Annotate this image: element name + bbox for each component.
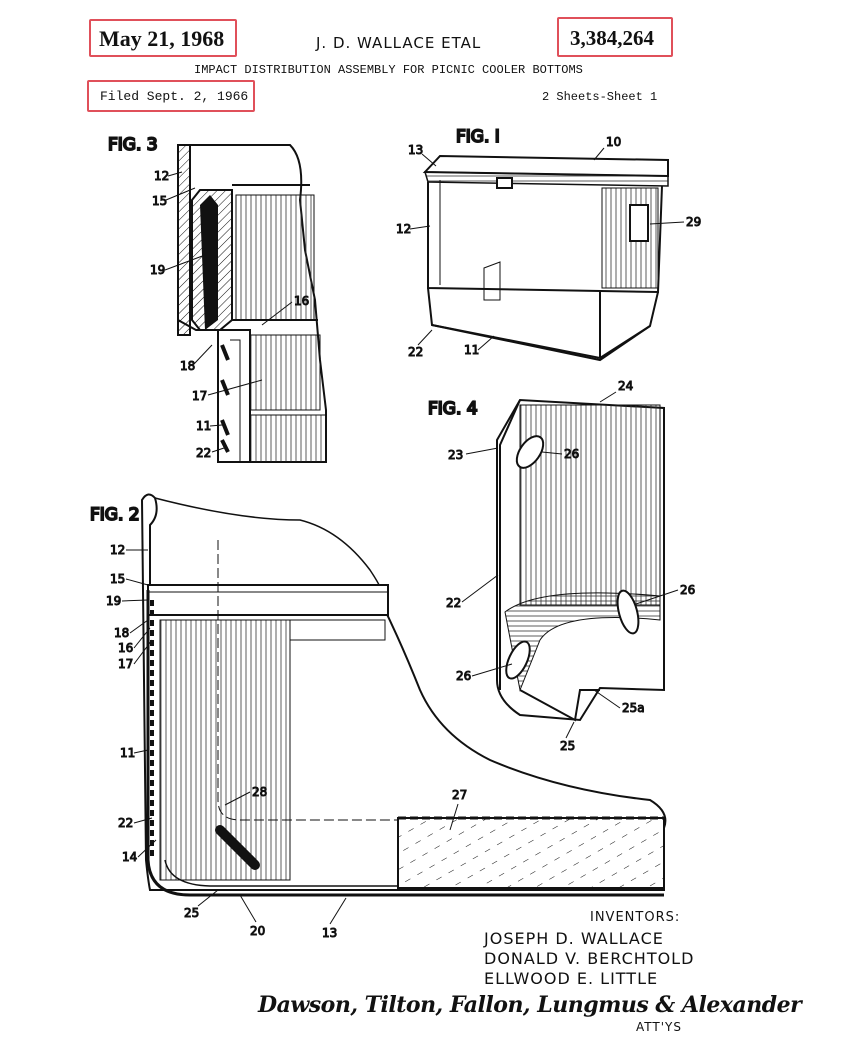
inventors-heading: INVENTORS: bbox=[590, 910, 681, 925]
figure-3: FIG. 3 bbox=[107, 134, 327, 463]
fig4-ref-26-a: 26 bbox=[564, 447, 579, 461]
figure-4: FIG. 4 bbox=[427, 398, 665, 722]
fig2-ref-25: 25 bbox=[184, 906, 199, 920]
fig4-ref-25: 25 bbox=[560, 739, 575, 753]
inventor-name-3: ELLWOOD E. LITTLE bbox=[484, 969, 659, 988]
fig2-ref-12: 12 bbox=[110, 543, 125, 557]
fig2-ref-22: 22 bbox=[118, 816, 133, 830]
fig1-ref-12: 12 bbox=[396, 222, 411, 236]
figure-3-refs: 12 15 19 16 18 17 11 22 bbox=[150, 169, 310, 461]
fig3-ref-17: 17 bbox=[192, 389, 207, 403]
filed-date: Filed Sept. 2, 1966 bbox=[100, 89, 249, 104]
fig4-ref-25a: 25a bbox=[622, 701, 645, 715]
fig1-ref-29: 29 bbox=[686, 215, 701, 229]
fig2-ref-16: 16 bbox=[118, 641, 133, 655]
figure-2: FIG. 2 bbox=[89, 493, 667, 897]
inventor-name-2: DONALD V. BERCHTOLD bbox=[484, 949, 695, 968]
patent-number: 3,384,264 bbox=[570, 26, 654, 50]
fig2-ref-18: 18 bbox=[114, 626, 129, 640]
fig2-ref-20: 20 bbox=[250, 924, 265, 938]
fig2-ref-17: 17 bbox=[118, 657, 133, 671]
fig3-ref-16: 16 bbox=[294, 294, 309, 308]
fig2-ref-15: 15 bbox=[110, 572, 125, 586]
fig2-ref-14: 14 bbox=[122, 850, 137, 864]
fig4-label: FIG. 4 bbox=[428, 399, 478, 419]
fig2-ref-27: 27 bbox=[452, 788, 467, 802]
fig4-ref-26-b: 26 bbox=[680, 583, 695, 597]
fig2-ref-28: 28 bbox=[252, 785, 267, 799]
fig2-ref-13: 13 bbox=[322, 926, 337, 940]
fig1-ref-13: 13 bbox=[408, 143, 423, 157]
filed-highlight-box bbox=[87, 80, 255, 112]
fig4-ref-23: 23 bbox=[448, 448, 463, 462]
fig3-ref-22: 22 bbox=[196, 446, 211, 460]
fig4-ref-22: 22 bbox=[446, 596, 461, 610]
fig2-ref-19: 19 bbox=[106, 594, 121, 608]
fig1-ref-11: 11 bbox=[464, 343, 479, 357]
fig4-ref-26-c: 26 bbox=[456, 669, 471, 683]
fig4-ref-24: 24 bbox=[618, 379, 633, 393]
figure-2-refs: 12 15 19 18 16 17 11 22 14 25 20 13 28 2… bbox=[106, 543, 468, 941]
patent-date: May 21, 1968 bbox=[99, 26, 225, 51]
figure-4-refs: 24 23 26 22 26 26 25a 25 bbox=[446, 379, 696, 754]
fig3-ref-12: 12 bbox=[154, 169, 169, 183]
fig2-label: FIG. 2 bbox=[90, 505, 140, 525]
date-highlight-box bbox=[89, 19, 237, 57]
fig3-ref-11: 11 bbox=[196, 419, 211, 433]
fig3-label: FIG. 3 bbox=[108, 135, 158, 155]
fig3-ref-18: 18 bbox=[180, 359, 195, 373]
fig2-ref-11: 11 bbox=[120, 746, 135, 760]
fig3-ref-19: 19 bbox=[150, 263, 165, 277]
attorneys-label: ATT'YS bbox=[636, 1020, 682, 1034]
patent-number-highlight-box bbox=[557, 17, 673, 57]
fig1-ref-22: 22 bbox=[408, 345, 423, 359]
fig3-ref-15: 15 bbox=[152, 194, 167, 208]
figure-1-refs: 10 13 12 29 22 11 bbox=[396, 135, 702, 360]
inventor-line: J. D. WALLACE ETAL bbox=[316, 34, 482, 52]
fig1-label: FIG. I bbox=[456, 127, 500, 147]
patent-title: IMPACT DISTRIBUTION ASSEMBLY FOR PICNIC … bbox=[194, 63, 583, 77]
fig1-ref-10: 10 bbox=[606, 135, 621, 149]
figure-1: FIG. I bbox=[422, 126, 669, 362]
inventor-name-1: JOSEPH D. WALLACE bbox=[484, 929, 664, 948]
attorney-signature: Dawson, Tilton, Fallon, Lungmus & Alexan… bbox=[258, 992, 802, 1018]
sheet-info: 2 Sheets-Sheet 1 bbox=[542, 90, 658, 104]
